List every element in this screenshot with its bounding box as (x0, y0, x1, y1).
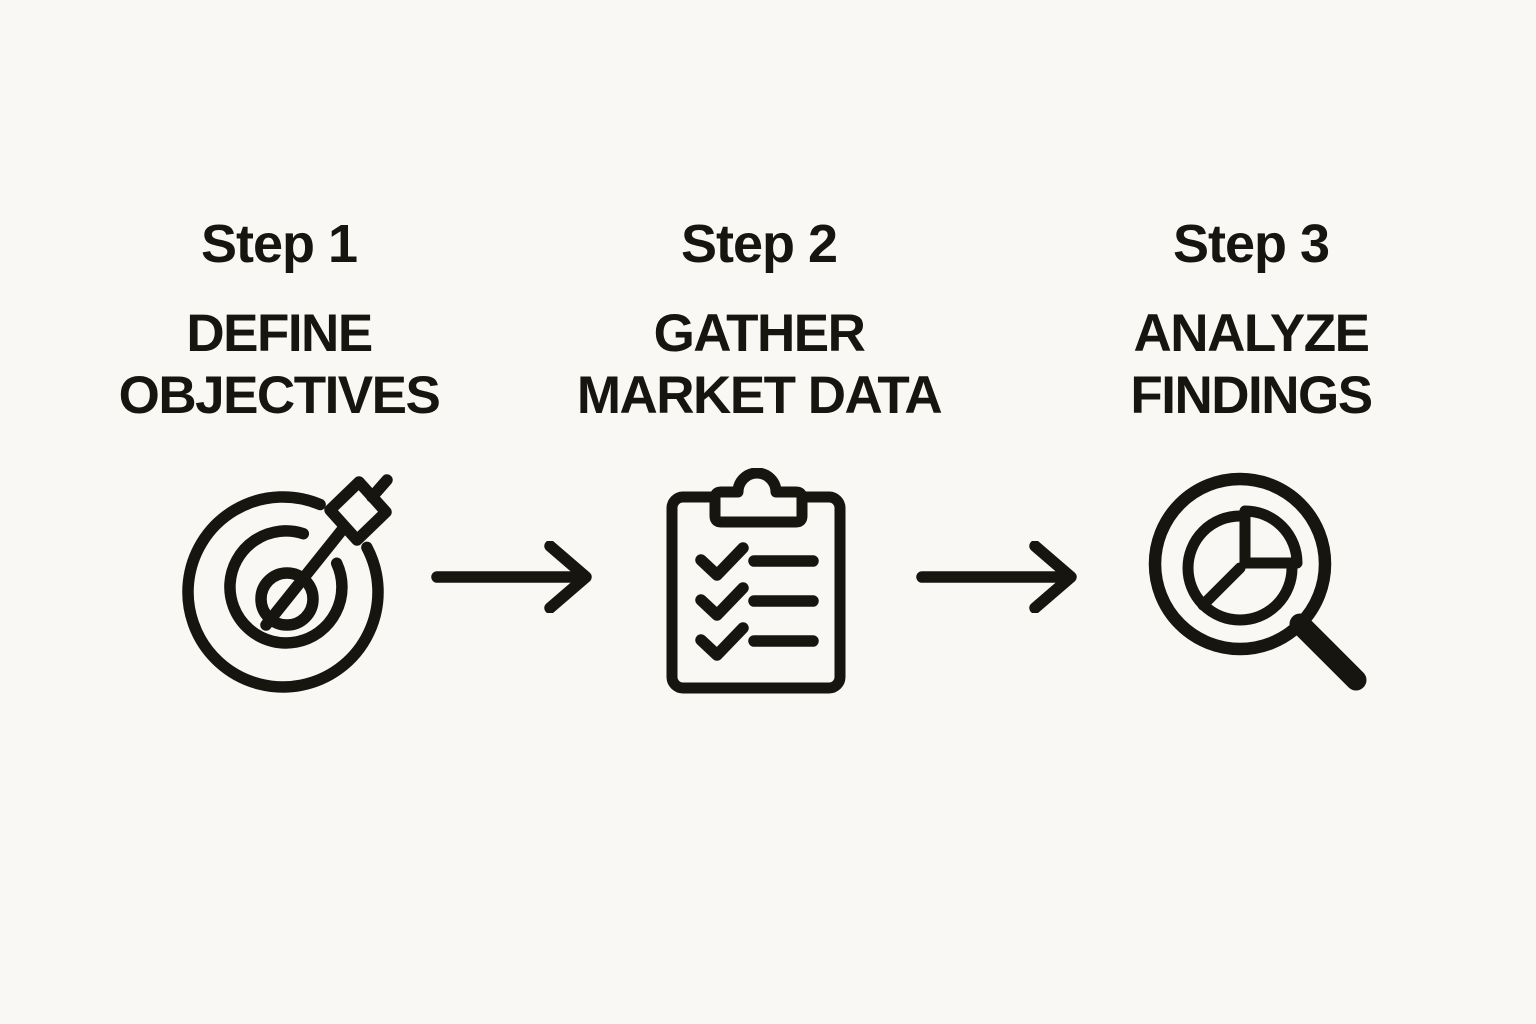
step-3-title: ANALYZE FINDINGS (1130, 304, 1373, 425)
step-2-title: GATHER MARKET DATA (576, 304, 943, 425)
right-arrow-icon (431, 541, 595, 613)
step-1-title: DEFINE OBJECTIVES (118, 304, 441, 425)
step-2-label: Step 2 (680, 214, 838, 274)
magnifier-pie-chart-icon (1143, 468, 1375, 708)
target-arrow-icon (180, 460, 400, 700)
step-1-label: Step 1 (200, 214, 358, 274)
clipboard-checklist-icon (665, 468, 847, 696)
step-3-label: Step 3 (1172, 214, 1330, 274)
step-1: Step 1 DEFINE OBJECTIVES (59, 213, 499, 427)
right-arrow-icon (916, 541, 1080, 613)
step-3: Step 3 ANALYZE FINDINGS (1031, 213, 1471, 427)
step-2: Step 2 GATHER MARKET DATA (539, 213, 979, 427)
